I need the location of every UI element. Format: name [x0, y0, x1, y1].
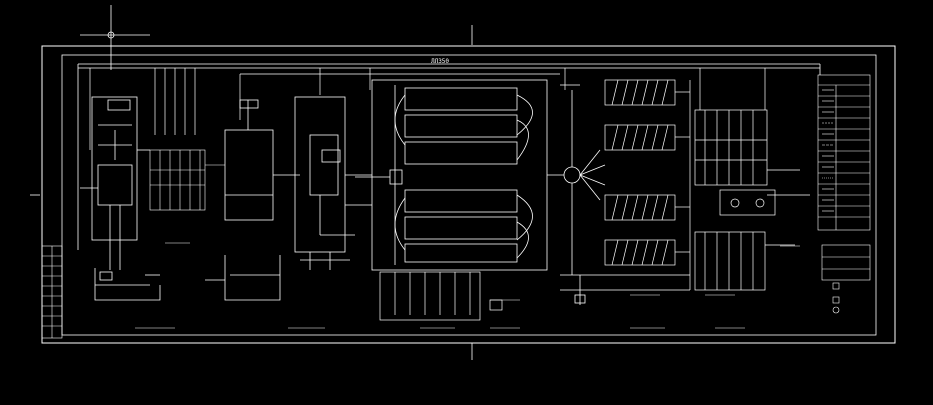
crosshair-cursor[interactable]: [80, 5, 150, 70]
revision-block: [41, 245, 63, 339]
control-panel: [694, 109, 810, 216]
symbol-key: [821, 244, 871, 314]
filter-bank: [560, 79, 691, 291]
drop-lines: [89, 68, 766, 150]
bottom-manifold: [379, 271, 503, 321]
caption-underlines: [135, 242, 800, 329]
vessel-a: [80, 96, 150, 270]
central-loop-unit: [355, 79, 548, 271]
sump-a: [94, 268, 161, 301]
column-c: [294, 96, 372, 270]
extent-markers: [30, 25, 473, 360]
main-header-pipe: [77, 63, 821, 250]
legend-table: [817, 74, 871, 231]
drawing-frame: [41, 45, 896, 344]
tank-b: [205, 99, 300, 301]
top-label: ЛЛ350: [431, 58, 449, 65]
distribution-hub: [547, 84, 606, 305]
distribution-bank: [149, 149, 225, 211]
lower-cabinet: [694, 231, 795, 291]
